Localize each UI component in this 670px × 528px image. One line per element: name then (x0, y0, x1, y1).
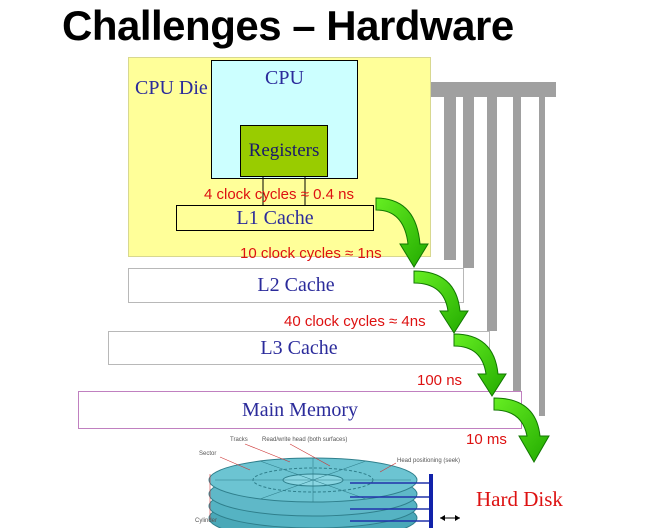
l2-latency: 10 clock cycles ≈ 1ns (240, 245, 382, 262)
memory-latency: 100 ns (417, 372, 463, 389)
bus-to-l2 (463, 82, 474, 268)
bus-to-memory (513, 90, 521, 391)
arrow-memory-to-disk (493, 397, 550, 464)
disk-annotation-sector: Sector (199, 451, 217, 457)
bus-to-disk (539, 90, 545, 416)
l3-latency: 40 clock cycles ≈ 4ns (284, 313, 426, 330)
disk-annotation-head: Read/write head (both surfaces) (262, 437, 348, 443)
arrow-l2-to-l3 (413, 270, 469, 334)
disk-latency: 10 ms (466, 431, 507, 448)
disk-annotation-positioning: Head positioning (seek) (397, 458, 461, 464)
disk-heads (350, 474, 460, 528)
l2-cache: L2 Cache (128, 268, 464, 303)
l1-latency: 4 clock cycles ≈ 0.4 ns (204, 186, 354, 203)
arrow-l3-to-memory (453, 333, 507, 397)
cpu-die-label: CPU Die (135, 77, 208, 99)
slide-title: Challenges – Hardware (62, 2, 514, 49)
bus-to-l3 (487, 90, 497, 331)
l3-cache: L3 Cache (108, 331, 490, 365)
hard-disk-label: Hard Disk (476, 487, 563, 511)
main-memory: Main Memory (78, 391, 522, 429)
registers-box: Registers (240, 125, 328, 177)
arrow-l1-to-l2 (375, 197, 429, 268)
disk-leader-lines (209, 443, 397, 520)
cpu-label: CPU (265, 67, 304, 89)
disk-annotation-tracks: Tracks (230, 437, 248, 443)
l1-cache: L1 Cache (176, 205, 374, 231)
disk-annotation-cylinder: Cylinder (195, 518, 218, 524)
bus-to-l1 (444, 82, 456, 260)
